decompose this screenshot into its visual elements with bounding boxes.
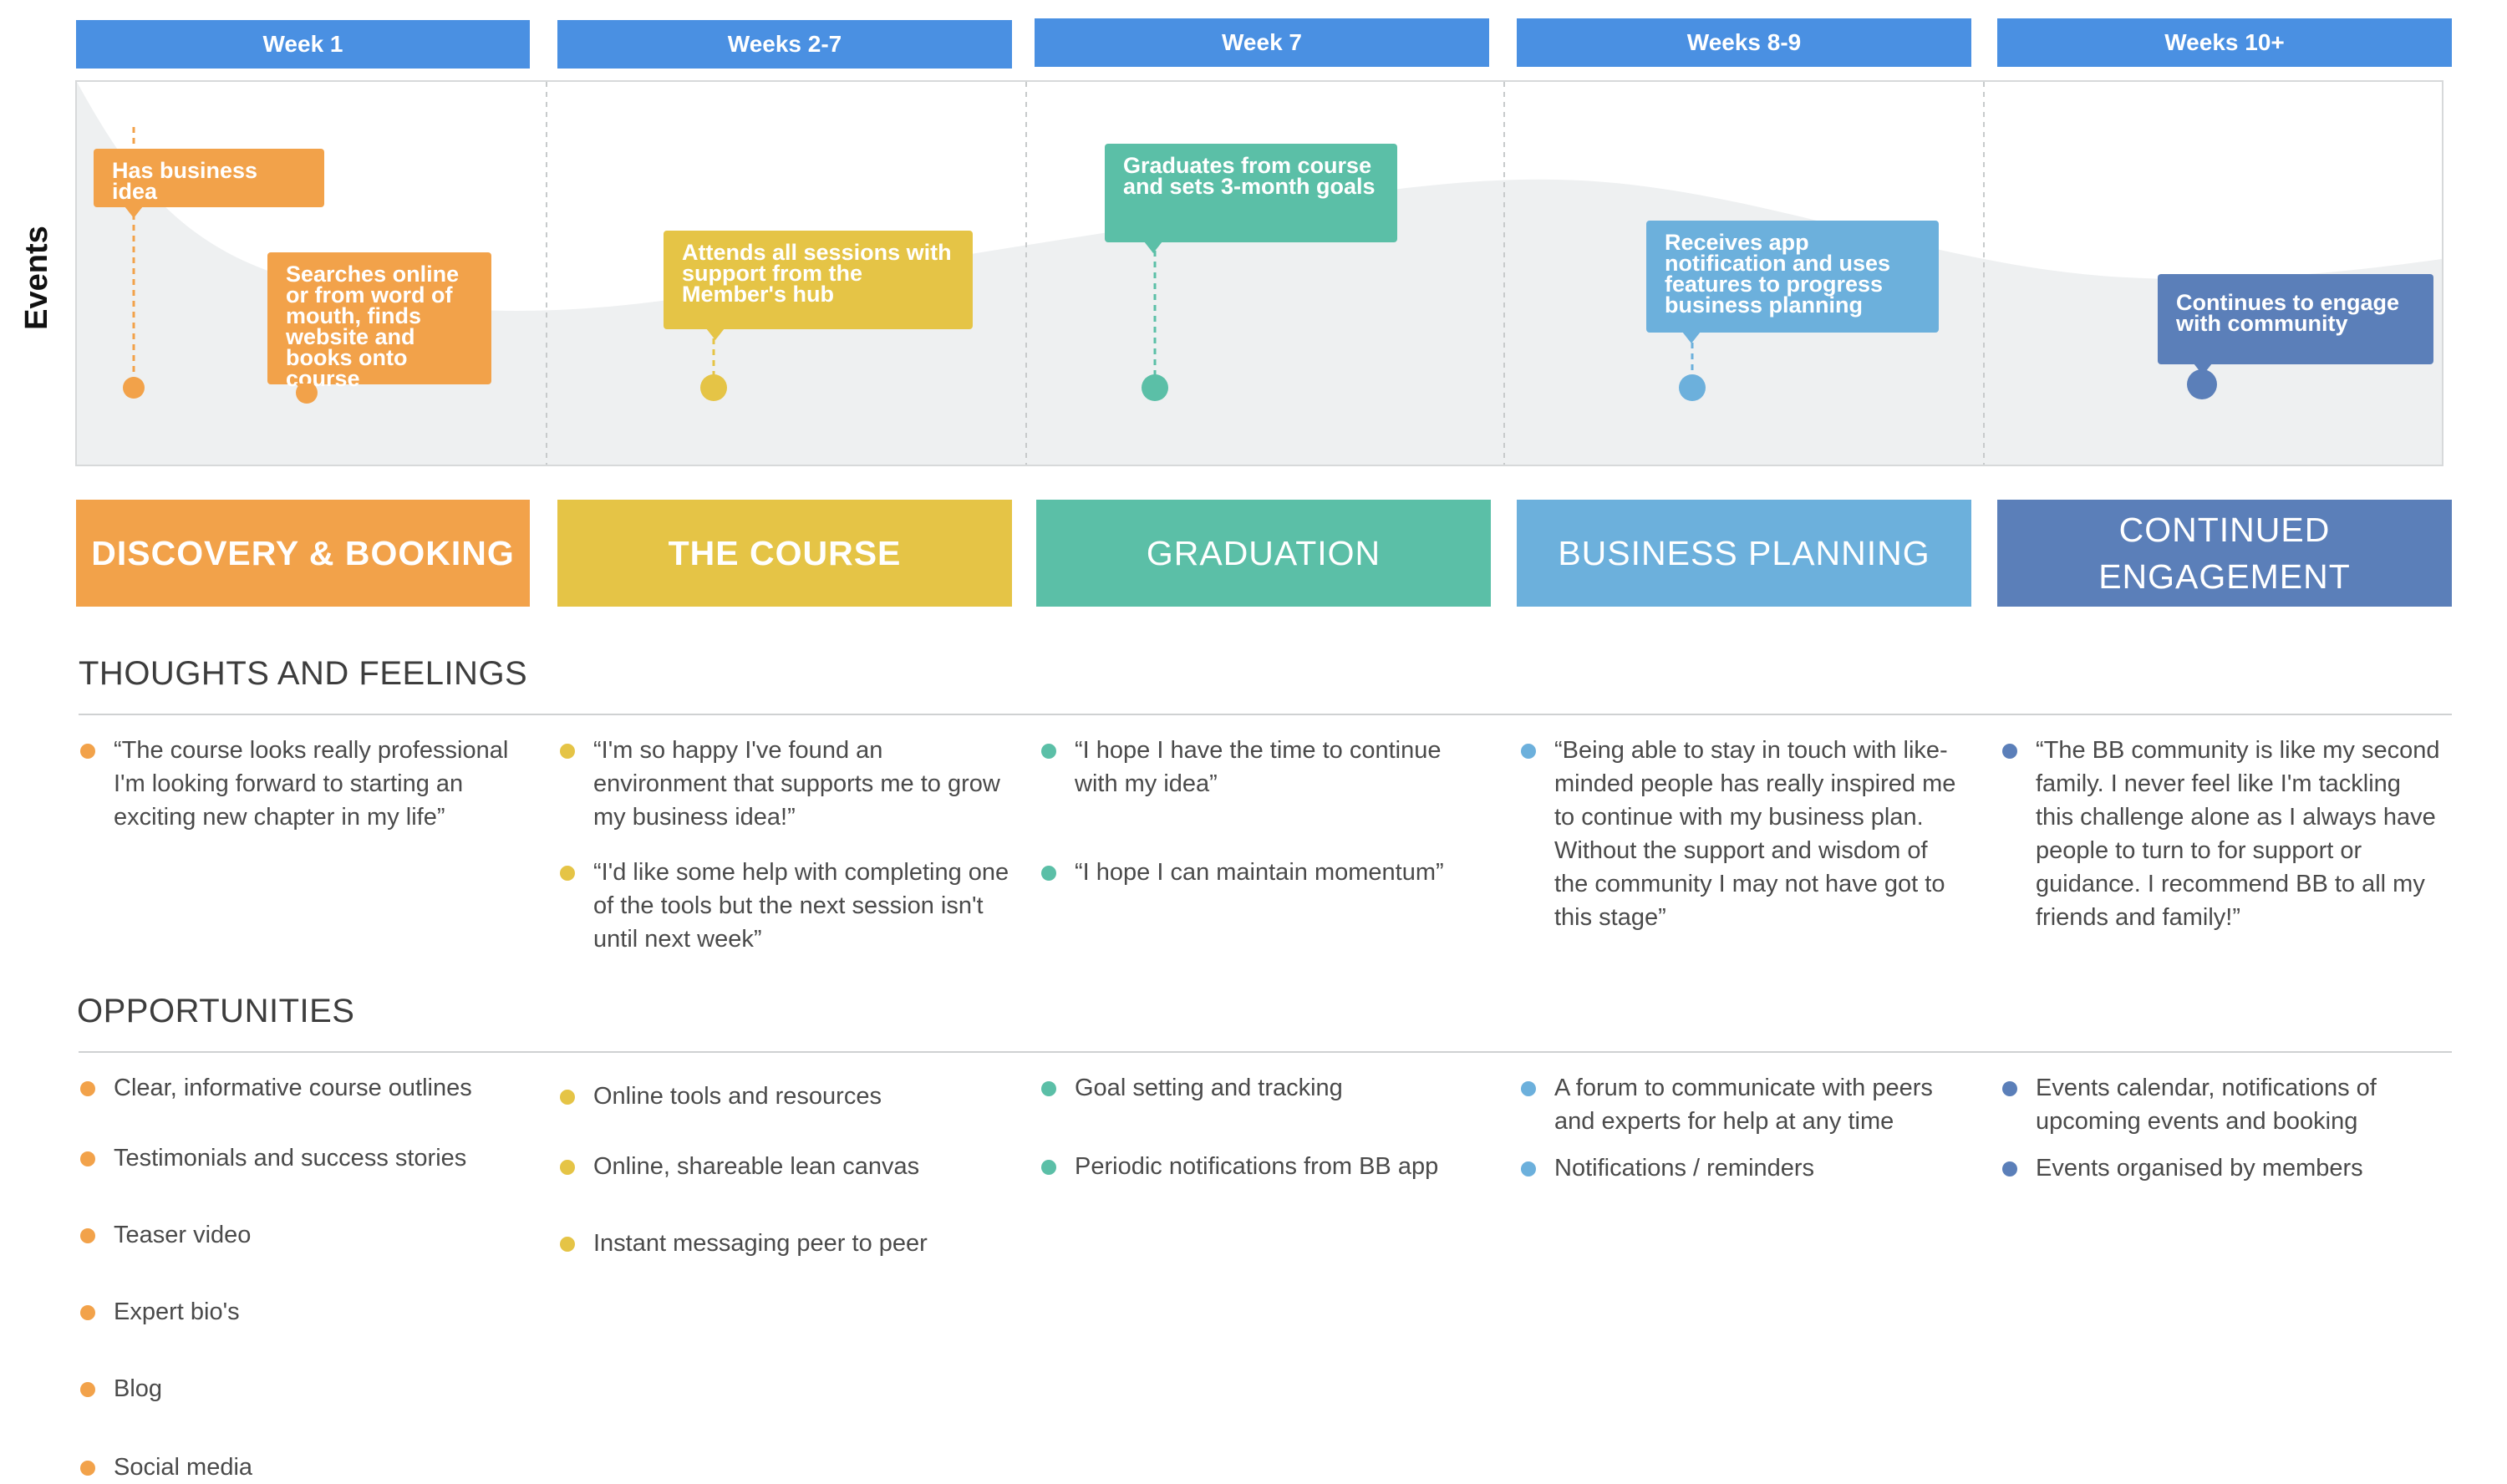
phase-continued-engagement: CONTINUED ENGAGEMENT [1997,500,2452,607]
bullet-dot [560,1237,575,1252]
list-item: “I'd like some help with completing one … [558,856,1009,956]
bullet-dot [80,1461,95,1476]
thoughts-column-4: “Being able to stay in touch with like-m… [1519,734,1962,934]
callout-pointer [1682,332,1701,343]
bullet-dot [1041,866,1056,881]
bullet-dot [1041,1160,1056,1175]
list-item: Social media [79,1451,521,1484]
thoughts-column-5: “The BB community is like my second fami… [2001,734,2443,934]
list-item: Online, shareable lean canvas [558,1150,1001,1183]
section-divider [79,1051,2452,1053]
list-item: “The BB community is like my second fami… [2001,734,2443,934]
list-item: Clear, informative course outlines [79,1071,521,1105]
phase-business-planning: BUSINESS PLANNING [1517,500,1971,607]
bullet-dot [80,744,95,759]
list-item: Events organised by members [2001,1151,2443,1185]
events-axis-label: Events [18,225,54,330]
event-dot [1142,374,1168,401]
bullet-dot [1041,1081,1056,1096]
bullet-dot [80,1305,95,1320]
callout-pointer [1144,241,1162,253]
bullet-dot [80,1228,95,1243]
list-item: “Being able to stay in touch with like-m… [1519,734,1962,934]
list-item: Notifications / reminders [1519,1151,1962,1185]
phase-discovery-booking: DISCOVERY & BOOKING [76,500,530,607]
section-title-thoughts: THOUGHTS AND FEELINGS [79,655,528,692]
list-item: Goal setting and tracking [1040,1071,1482,1105]
event-callout: Searches online or from word of mouth, f… [267,252,491,395]
list-item: Expert bio's [79,1295,521,1329]
week-header-4: Weeks 8-9 [1517,18,1971,67]
bullet-dot [1521,1161,1536,1177]
event-callout: Receives app notification and uses featu… [1646,221,1939,343]
callout-pointer [2194,363,2212,375]
phase-graduation: GRADUATION [1036,500,1491,607]
thoughts-column-1: “The course looks really professional I'… [79,734,521,834]
event-callout: Has business idea [94,149,324,218]
callout-pointer [296,384,314,395]
bullet-dot [2002,744,2017,759]
event-callout: Continues to engage with community [2158,274,2433,375]
opportunities-column-2: Online tools and resources Online, share… [558,1080,1001,1260]
list-item: “I hope I have the time to continue with… [1040,734,1482,800]
bullet-dot [2002,1081,2017,1096]
list-item: Teaser video [79,1218,521,1252]
list-item: A forum to communicate with peers and ex… [1519,1071,1962,1138]
bullet-dot [1521,1081,1536,1096]
section-title-opportunities: OPPORTUNITIES [77,993,355,1029]
list-item: Blog [79,1372,521,1405]
opportunities-column-1: Clear, informative course outlines Testi… [79,1071,521,1484]
bullet-dot [560,744,575,759]
list-item: Online tools and resources [558,1080,1001,1113]
list-item: Events calendar, notifications of upcomi… [2001,1071,2443,1138]
event-callout: Attends all sessions with support from t… [664,231,973,340]
opportunities-column-4: A forum to communicate with peers and ex… [1519,1071,1962,1185]
list-item: Periodic notifications from BB app [1040,1150,1482,1183]
emotion-curve-area [77,82,2442,465]
callout-pointer [125,206,143,218]
week-header-2: Weeks 2-7 [557,20,1012,69]
week-header-5: Weeks 10+ [1997,18,2452,67]
thoughts-column-2: “I'm so happy I've found an environment … [558,734,1009,956]
list-item: Testimonials and success stories [79,1141,521,1175]
list-item: “The course looks really professional I'… [79,734,521,834]
callout-pointer [706,328,725,340]
bullet-dot [1041,744,1056,759]
list-item: Instant messaging peer to peer [558,1227,1001,1260]
event-dot [1679,374,1706,401]
phase-the-course: THE COURSE [557,500,1012,607]
opportunities-column-5: Events calendar, notifications of upcomi… [2001,1071,2443,1185]
week-header-1: Week 1 [76,20,530,69]
bullet-dot [560,1160,575,1175]
event-callout: Graduates from course and sets 3-month g… [1105,144,1397,253]
list-item: “I hope I can maintain momentum” [1040,856,1482,889]
event-dot [2187,369,2217,399]
bullet-dot [2002,1161,2017,1177]
opportunities-column-3: Goal setting and tracking Periodic notif… [1040,1071,1482,1183]
list-item: “I'm so happy I've found an environment … [558,734,1009,834]
bullet-dot [80,1081,95,1096]
section-divider [79,714,2452,715]
thoughts-column-3: “I hope I have the time to continue with… [1040,734,1482,889]
week-header-3: Week 7 [1035,18,1489,67]
event-dot [700,374,727,401]
bullet-dot [80,1382,95,1397]
bullet-dot [80,1151,95,1166]
bullet-dot [560,1090,575,1105]
event-dot [123,377,145,399]
bullet-dot [560,866,575,881]
bullet-dot [1521,744,1536,759]
